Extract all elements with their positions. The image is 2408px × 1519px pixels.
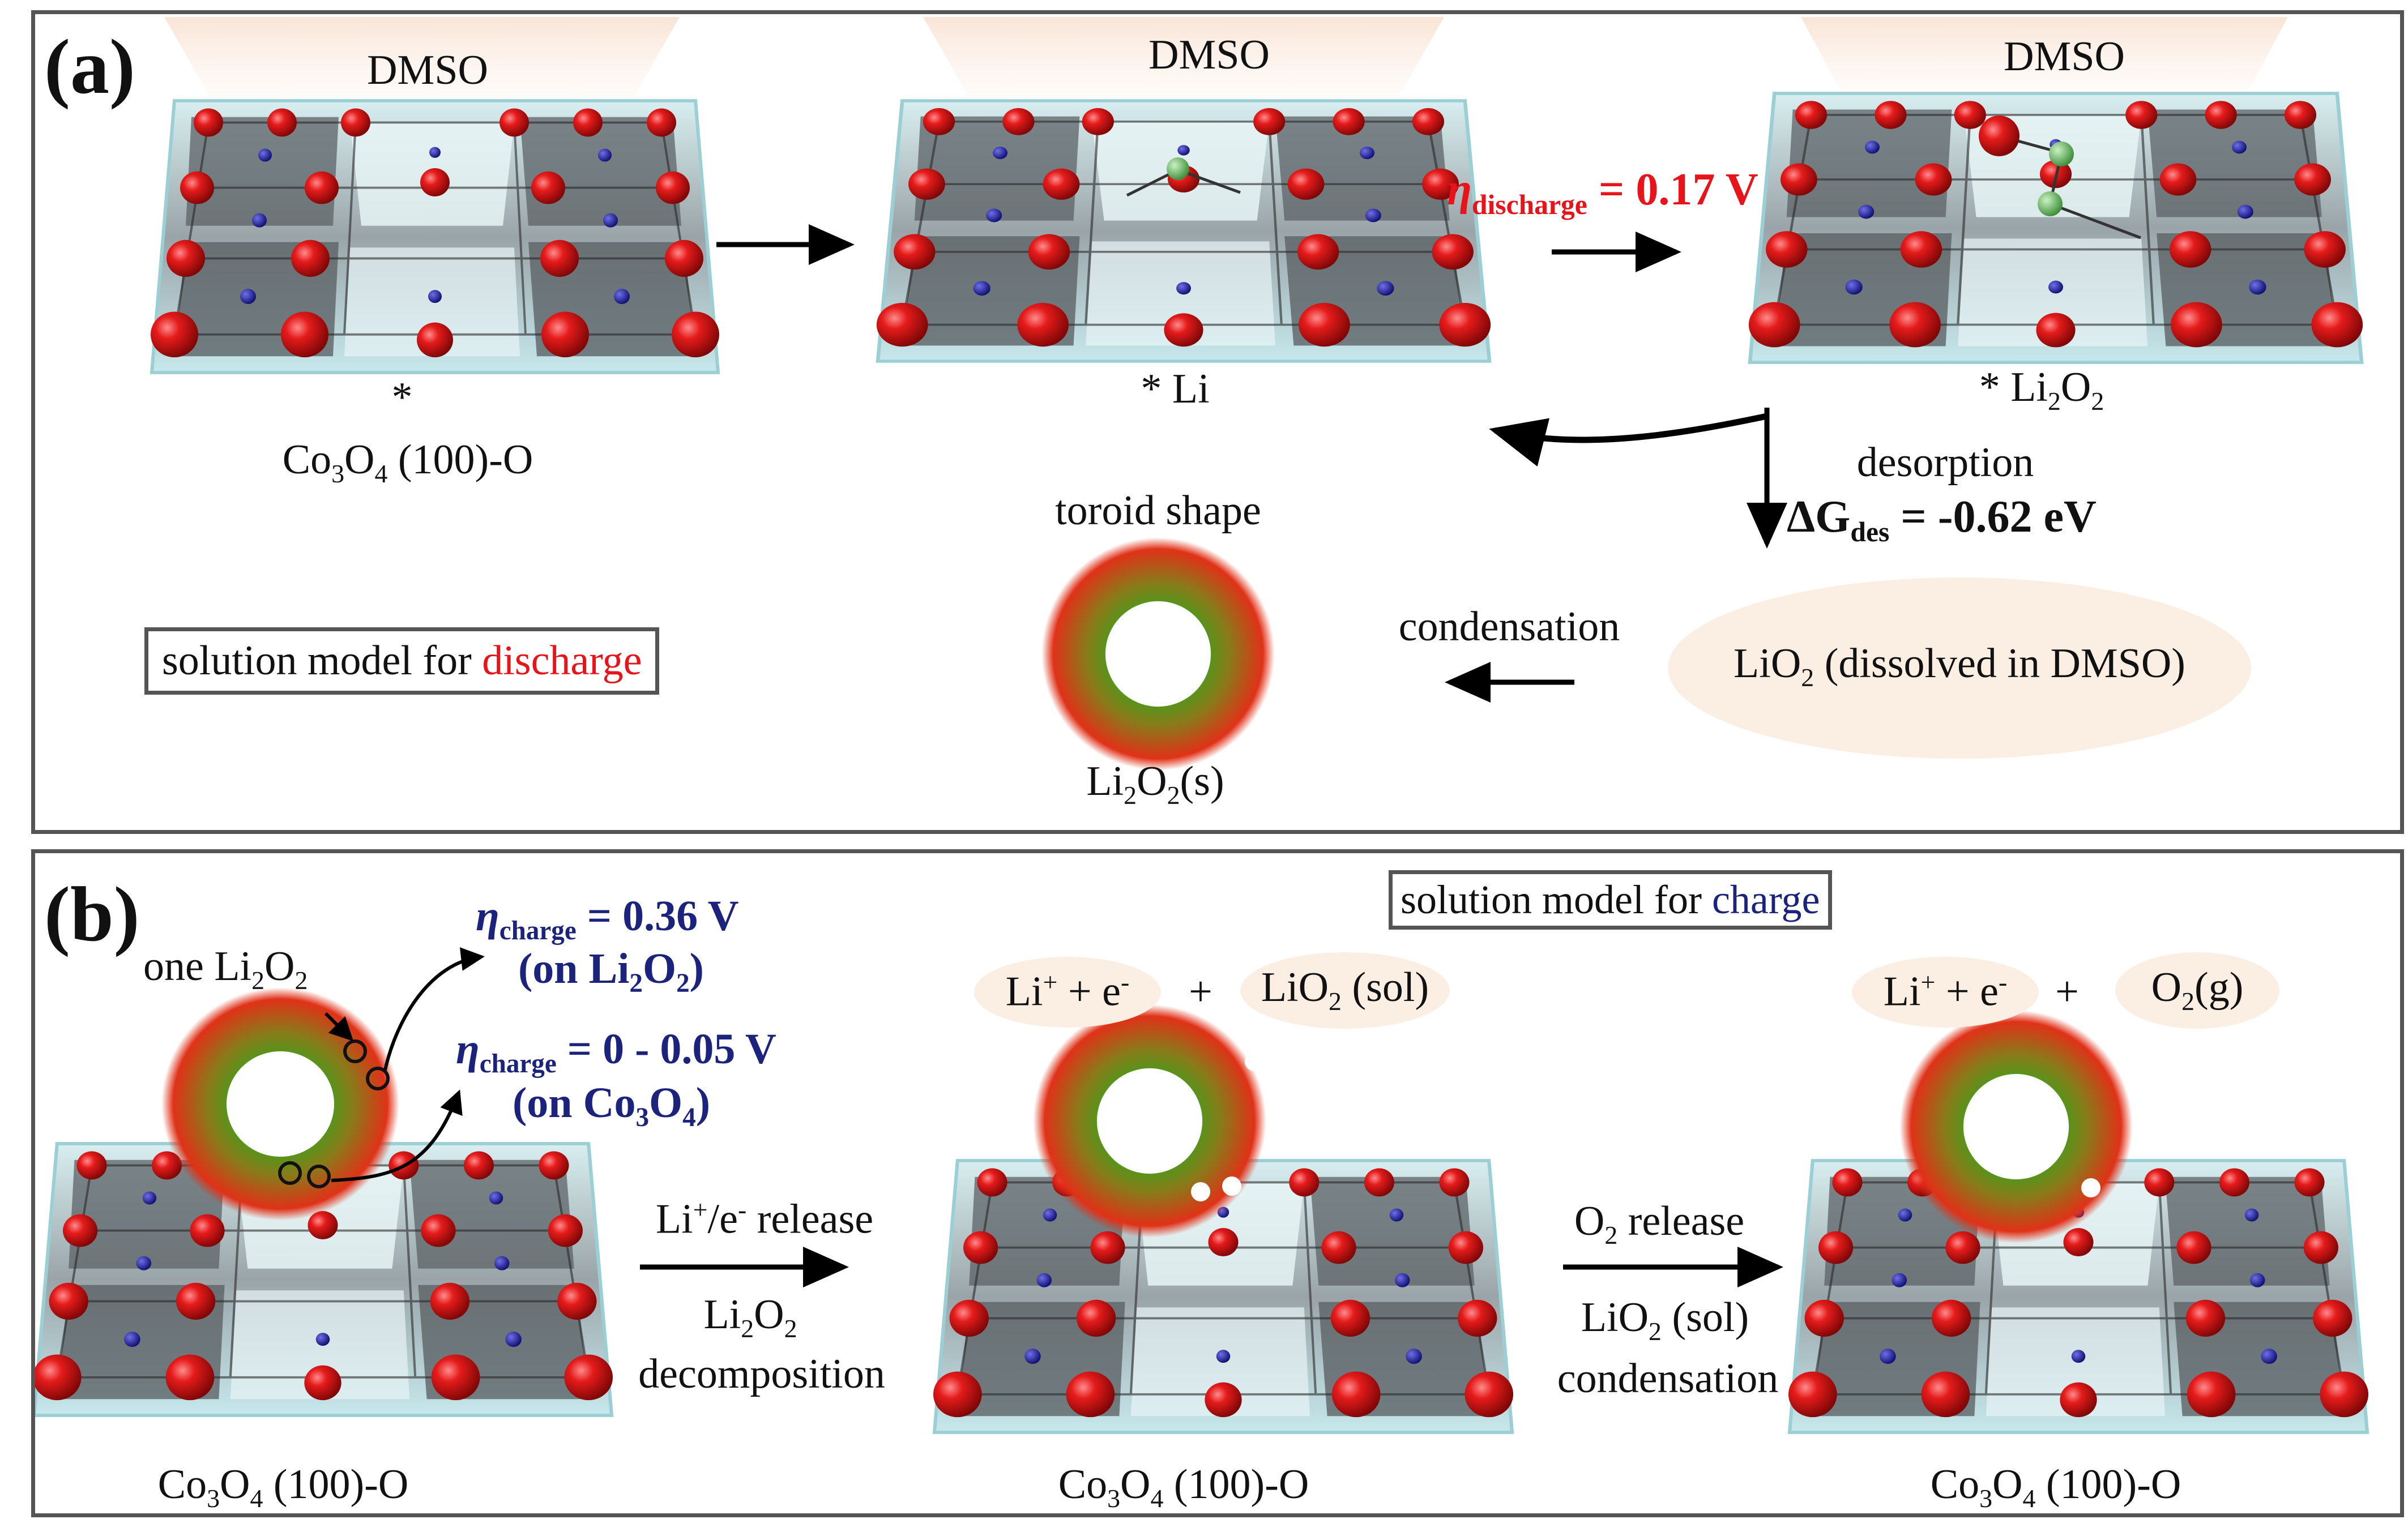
site-star-label: * <box>391 374 413 421</box>
desorption-label: desorption <box>1856 439 2034 486</box>
eta-charge-co3o4-label: ηcharge = 0 - 0.05 V <box>456 1025 776 1079</box>
lithium-adsorbate-a2 <box>1126 157 1241 197</box>
panel-a <box>31 10 2404 834</box>
eta-charge-co3o4-site: (on Co3O4) <box>513 1079 711 1133</box>
delta-g-des-label: ΔGdes = -0.62 eV <box>1787 492 2097 547</box>
site-li2o2-label: * Li2O2 <box>1979 364 2104 416</box>
li2o2-adsorbate-a3 <box>1979 115 2141 239</box>
surface-label-b1: Co3O4 (100)-O <box>157 1461 409 1513</box>
product-bubble-2b <box>2115 952 2279 1029</box>
product-li-e-2: Li+ + e- <box>1883 968 2008 1015</box>
arrow-eta-charge-1 <box>383 947 485 1071</box>
solvent-region-1 <box>164 17 680 96</box>
panel-b-tag: (b) <box>44 871 140 957</box>
toroid-shape-label: toroid shape <box>1055 487 1261 534</box>
step1-decomposition-label: decomposition <box>638 1351 885 1397</box>
vacancy-dots <box>1191 1052 2145 1201</box>
solvent-label-2: DMSO <box>1149 32 1270 78</box>
arrow-one-li2o2 <box>324 1012 354 1042</box>
eta-charge-li2o2-site: (on Li2O2) <box>518 945 704 999</box>
product-bubble-2a <box>1852 957 2039 1028</box>
solvent-region-3 <box>1801 17 2288 91</box>
panel-b <box>31 849 2404 1517</box>
eta-charge-li2o2-label: ηcharge = 0.36 V <box>476 892 739 946</box>
solvent-label-3: DMSO <box>2004 33 2125 80</box>
surface-label-b2: Co3O4 (100)-O <box>1058 1461 1309 1513</box>
lio2-solution-bubble <box>1668 577 2251 759</box>
arrow-a-return <box>1489 413 1768 467</box>
lio2-dissolved-label: LiO2 (dissolved in DMSO) <box>1734 640 2185 692</box>
charge-model-box: solution model for charge <box>1389 870 1832 930</box>
panel-a-tag: (a) <box>44 23 135 110</box>
step1-li2o2-label: Li2O2 <box>703 1291 797 1343</box>
surface-label-b3: Co3O4 (100)-O <box>1930 1461 2181 1513</box>
eta-discharge-label: ηdischarge = 0.17 V <box>1447 165 1758 220</box>
step2-lio2-label: LiO2 (sol) <box>1581 1294 1749 1346</box>
li2o2-unit-markers <box>278 1039 390 1188</box>
product-bubble-1a <box>974 957 1161 1028</box>
li2o2-solid-label: Li2O2(s) <box>1086 758 1224 810</box>
arrow-eta-charge-2 <box>331 1089 463 1182</box>
one-li2o2-label: one Li2O2 <box>143 943 308 995</box>
step2-condensation-label: condensation <box>1557 1355 1779 1402</box>
product-li-e-1: Li+ + e- <box>1005 968 1130 1015</box>
solvent-region-2 <box>923 17 1444 96</box>
discharge-model-box: solution model for discharge <box>144 627 660 695</box>
plus-sign-2: + <box>2055 969 2079 1015</box>
condensation-label-a: condensation <box>1398 604 1620 650</box>
product-o2-gas: O2(g) <box>2151 964 2244 1016</box>
solvent-label-1: DMSO <box>367 47 488 93</box>
site-li-label: * Li <box>1141 366 1210 412</box>
surface-label-a1: Co3O4 (100)-O <box>282 437 533 488</box>
product-bubble-1b <box>1240 952 1450 1029</box>
step2-o2-release-label: O2 release <box>1574 1198 1745 1250</box>
plus-sign-1: + <box>1189 969 1212 1015</box>
step1-release-label: Li+/e- release <box>655 1195 874 1243</box>
product-lio2-sol: LiO2 (sol) <box>1261 964 1429 1016</box>
